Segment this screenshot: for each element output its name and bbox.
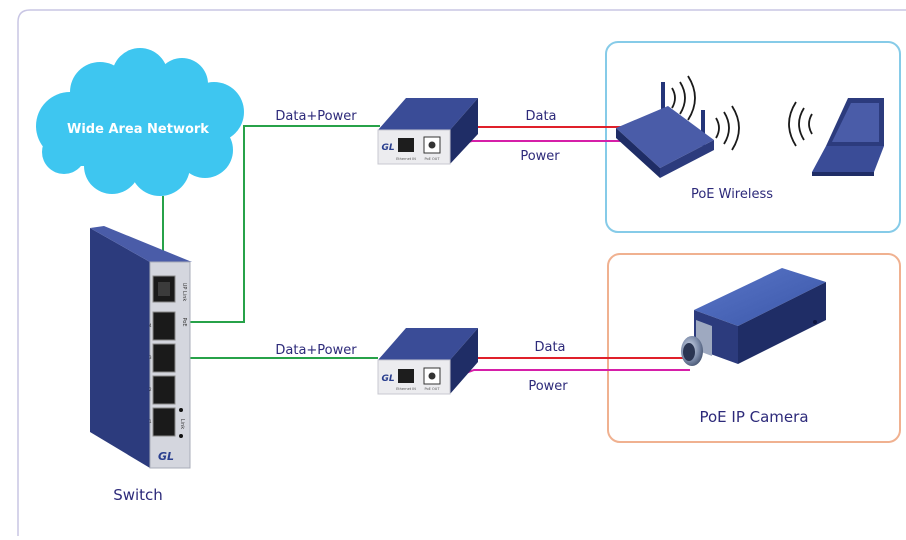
switch-port [152, 343, 176, 373]
data-power-label-top: Data+Power [275, 109, 357, 124]
outer-frame [17, 9, 906, 536]
switch-label: Switch [113, 486, 163, 504]
wan-label: Wide Area Network [67, 122, 209, 137]
data-power-cable-top [178, 125, 380, 323]
data-power-label-bottom: Data+Power [275, 343, 357, 358]
switch-poe-label: PoE [181, 317, 187, 326]
laptop-icon [788, 98, 884, 176]
switch-port [152, 311, 176, 341]
ethernet-in-port [398, 369, 414, 383]
switch-port-number: 2 [149, 387, 152, 392]
switch-port [152, 375, 176, 405]
wireless-router-icon [616, 75, 740, 178]
power-cable-top [455, 140, 624, 146]
injector-port-in-label: Ethernet IN [396, 157, 416, 161]
poe-wireless-label: PoE Wireless [691, 187, 773, 202]
poe-injector-top: GL Ethernet IN PoE OUT [377, 98, 478, 165]
switch-led [179, 408, 183, 412]
switch-logo: GL [158, 450, 174, 463]
switch-port [152, 407, 176, 437]
wan-cloud: Wide Area Network [36, 48, 244, 196]
switch-device: UP Link PoE 4 3 2 1 Link GL Switch [90, 226, 192, 504]
switch-port-number: 3 [149, 355, 152, 360]
poe-ip-camera-label: PoE IP Camera [699, 408, 808, 426]
injector-port-out-label: PoE OUT [425, 157, 441, 161]
switch-link-label: Link [179, 419, 185, 429]
data-label-bottom: Data [534, 340, 565, 355]
power-label-top: Power [520, 149, 560, 164]
injector-logo: GL [381, 374, 394, 384]
ethernet-in-port [398, 138, 414, 152]
power-label-bottom: Power [528, 379, 568, 394]
injector-port-in-label: Ethernet IN [396, 387, 416, 391]
data-label-top: Data [525, 109, 556, 124]
ip-camera-icon [681, 268, 826, 366]
injector-port-out-label: PoE OUT [425, 387, 441, 391]
poe-wireless-box [605, 41, 901, 233]
switch-port-number: 4 [149, 323, 152, 328]
switch-led [179, 434, 183, 438]
injector-logo: GL [381, 143, 394, 153]
switch-uplink-label: UP Link [181, 283, 187, 302]
poe-injector-bottom: GL Ethernet IN PoE OUT [377, 328, 478, 395]
switch-port-number: 1 [149, 419, 152, 424]
